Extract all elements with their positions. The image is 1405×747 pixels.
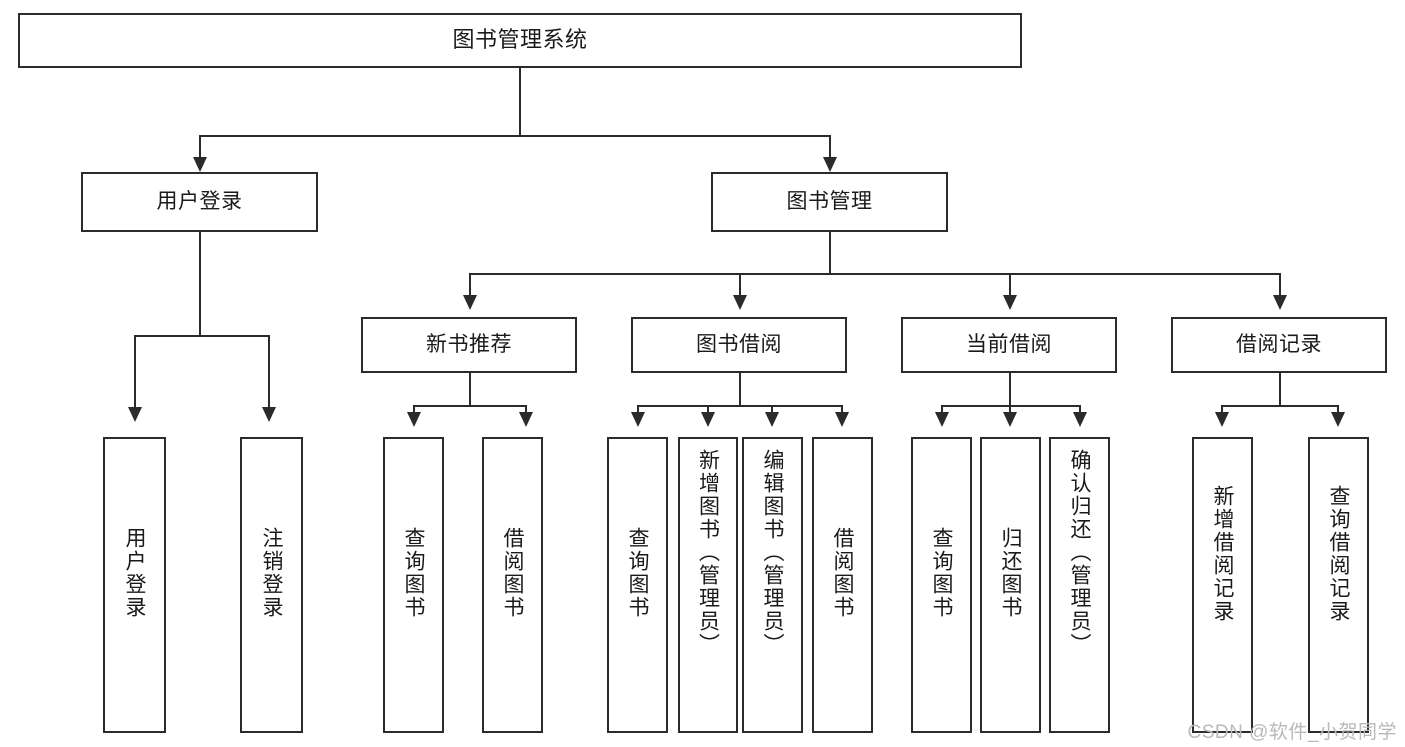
node-new-book-recommend[interactable]: 新书推荐	[361, 317, 577, 373]
arrowhead-leaf-borrow-book-2	[835, 412, 849, 427]
node-book-manage[interactable]: 图书管理	[711, 172, 948, 232]
connector-book-manage-drop-4	[1279, 273, 1281, 298]
leaf-label: 注销登录	[260, 527, 283, 619]
node-root-book-management-system[interactable]: 图书管理系统	[18, 13, 1022, 68]
leaf-label: 查询借阅记录	[1327, 485, 1350, 623]
connector-root-bus	[199, 135, 831, 137]
node-label: 图书管理系统	[452, 27, 588, 53]
leaf-confirm-return-admin[interactable]: 确认归还（管理员）	[1049, 437, 1110, 733]
leaf-label: 归还图书	[999, 527, 1022, 619]
arrowhead-to-user-login	[193, 157, 207, 172]
leaf-logout[interactable]: 注销登录	[240, 437, 303, 733]
leaf-query-book-current[interactable]: 查询图书	[911, 437, 972, 733]
node-label: 图书管理	[786, 190, 873, 214]
arrowhead-leaf-query-book-1	[407, 412, 421, 427]
arrowhead-to-current-borrow	[1003, 295, 1017, 310]
leaf-label: 用户登录	[123, 527, 146, 619]
connector-current-borrow-stem	[1009, 373, 1011, 405]
connector-book-manage-drop-1	[469, 273, 471, 298]
arrowhead-to-book-manage	[823, 157, 837, 172]
connector-current-borrow-drop-3	[1079, 405, 1081, 415]
leaf-borrow-book-recommend[interactable]: 借阅图书	[482, 437, 543, 733]
arrowhead-to-new-book-recommend	[463, 295, 477, 310]
connector-new-book-drop-1	[413, 405, 415, 415]
connector-book-manage-stem	[829, 232, 831, 273]
connector-root-drop-right	[829, 135, 831, 160]
node-book-borrow[interactable]: 图书借阅	[631, 317, 847, 373]
node-label: 图书借阅	[696, 333, 782, 357]
leaf-label: 查询图书	[626, 527, 649, 619]
connector-book-borrow-drop-4	[841, 405, 843, 415]
arrowhead-leaf-query-record	[1331, 412, 1345, 427]
connector-book-borrow-bus	[637, 405, 843, 407]
leaf-label: 编辑图书（管理员）	[761, 449, 784, 656]
arrowhead-to-book-borrow	[733, 295, 747, 310]
connector-user-login-drop-2	[268, 335, 270, 410]
connector-borrow-record-drop-1	[1221, 405, 1223, 415]
leaf-edit-book-admin[interactable]: 编辑图书（管理员）	[742, 437, 803, 733]
leaf-query-book-recommend[interactable]: 查询图书	[383, 437, 444, 733]
connector-root-stem	[519, 68, 521, 135]
arrowhead-leaf-add-book	[701, 412, 715, 427]
leaf-query-borrow-record[interactable]: 查询借阅记录	[1308, 437, 1369, 733]
connector-current-borrow-bus	[941, 405, 1081, 407]
connector-root-drop-left	[199, 135, 201, 160]
leaf-label: 查询图书	[402, 527, 425, 619]
connector-new-book-bus	[413, 405, 527, 407]
node-current-borrow[interactable]: 当前借阅	[901, 317, 1117, 373]
connector-book-manage-drop-3	[1009, 273, 1011, 298]
arrowhead-leaf-borrow-book-1	[519, 412, 533, 427]
leaf-add-borrow-record[interactable]: 新增借阅记录	[1192, 437, 1253, 733]
arrowhead-leaf-confirm-return	[1073, 412, 1087, 427]
leaf-query-book-borrow[interactable]: 查询图书	[607, 437, 668, 733]
node-label: 新书推荐	[426, 333, 512, 357]
leaf-label: 查询图书	[930, 527, 953, 619]
leaf-label: 确认归还（管理员）	[1068, 449, 1091, 656]
node-label: 借阅记录	[1236, 333, 1322, 357]
leaf-label: 新增借阅记录	[1211, 485, 1234, 623]
arrowhead-to-borrow-record	[1273, 295, 1287, 310]
watermark-text: CSDN @软件_小贺同学	[1187, 722, 1397, 743]
connector-user-login-bus	[134, 335, 270, 337]
leaf-label: 借阅图书	[501, 527, 524, 619]
arrowhead-leaf-user-login	[128, 407, 142, 422]
connector-book-borrow-drop-2	[707, 405, 709, 415]
leaf-label: 借阅图书	[831, 527, 854, 619]
node-label: 用户登录	[156, 190, 243, 214]
connector-new-book-drop-2	[525, 405, 527, 415]
connector-book-manage-drop-2	[739, 273, 741, 298]
connector-current-borrow-drop-2	[1009, 405, 1011, 415]
connector-current-borrow-drop-1	[941, 405, 943, 415]
leaf-borrow-book-borrow[interactable]: 借阅图书	[812, 437, 873, 733]
node-user-login[interactable]: 用户登录	[81, 172, 318, 232]
node-borrow-record[interactable]: 借阅记录	[1171, 317, 1387, 373]
arrowhead-leaf-add-record	[1215, 412, 1229, 427]
connector-new-book-stem	[469, 373, 471, 405]
arrowhead-leaf-edit-book	[765, 412, 779, 427]
connector-book-manage-bus	[469, 273, 1281, 275]
connector-borrow-record-stem	[1279, 373, 1281, 405]
leaf-user-login[interactable]: 用户登录	[103, 437, 166, 733]
connector-borrow-record-bus	[1221, 405, 1339, 407]
leaf-label: 新增图书（管理员）	[696, 449, 720, 656]
connector-user-login-drop-1	[134, 335, 136, 410]
connector-borrow-record-drop-2	[1337, 405, 1339, 415]
connector-user-login-stem	[199, 232, 201, 335]
node-label: 当前借阅	[966, 333, 1052, 357]
connector-book-borrow-stem	[739, 373, 741, 405]
arrowhead-leaf-return-book	[1003, 412, 1017, 427]
leaf-return-book[interactable]: 归还图书	[980, 437, 1041, 733]
connector-book-borrow-drop-3	[771, 405, 773, 415]
arrowhead-leaf-logout	[262, 407, 276, 422]
arrowhead-leaf-query-book-3	[935, 412, 949, 427]
arrowhead-leaf-query-book-2	[631, 412, 645, 427]
leaf-add-book-admin[interactable]: 新增图书（管理员）	[678, 437, 738, 733]
connector-book-borrow-drop-1	[637, 405, 639, 415]
